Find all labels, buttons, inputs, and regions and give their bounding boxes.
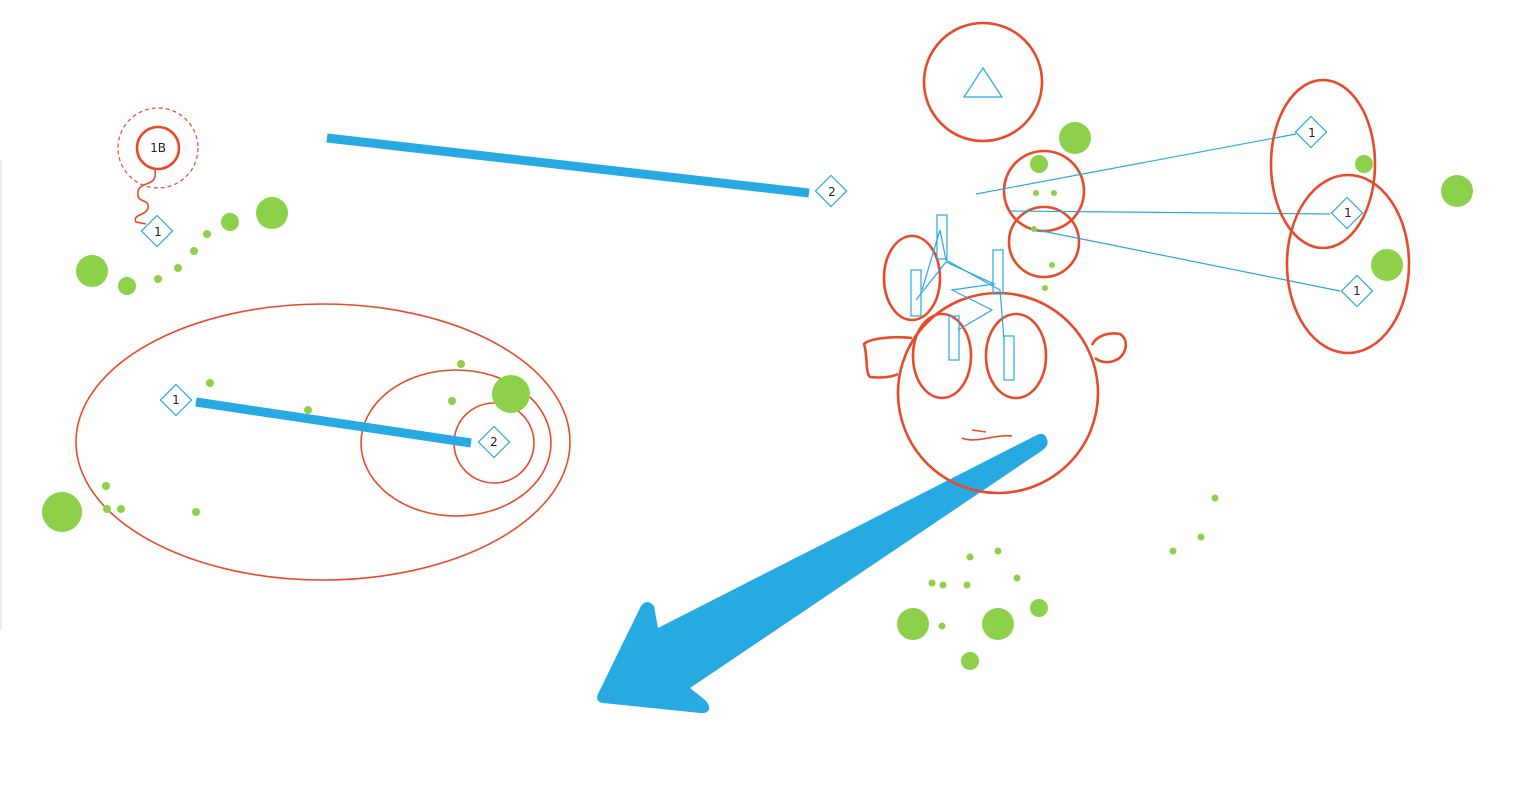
top-circle-triangle[interactable] <box>922 21 1044 143</box>
green-dots-bottom <box>897 494 1219 670</box>
blue-line-top[interactable] <box>326 133 810 198</box>
face-left-ear[interactable] <box>862 335 913 379</box>
green-dots-top-left <box>76 197 288 295</box>
green-dots-left-ellipse <box>42 360 530 532</box>
face-left-side-ellipse[interactable] <box>882 234 942 322</box>
marker-1b-label: 1B <box>150 141 166 155</box>
marker-mid-1[interactable]: 1 <box>159 383 193 417</box>
marker-1b-group[interactable]: 1B <box>117 107 199 225</box>
marker-mid-1-label: 1 <box>172 393 180 407</box>
big-ellipse[interactable] <box>75 303 571 581</box>
blue-sketch-lines <box>910 133 1341 381</box>
marker-right-1c-label: 1 <box>1353 284 1361 298</box>
canvas-left-edge <box>0 160 2 630</box>
green-dots-right <box>1030 122 1473 291</box>
marker-top-2-diamond[interactable] <box>814 174 848 208</box>
face-circle-lower[interactable] <box>1007 205 1081 279</box>
marker-left-1-label: 1 <box>154 225 162 239</box>
marker-top-2[interactable]: 2 <box>814 174 848 208</box>
marker-right-1c[interactable]: 1 <box>1340 274 1374 308</box>
marker-1b-circle[interactable] <box>135 125 181 171</box>
right-ellipse-lower[interactable] <box>1285 173 1411 355</box>
marker-right-1a-label: 1 <box>1308 126 1316 140</box>
marker-1b-dashed-halo <box>117 107 199 189</box>
marker-right-1b-label: 1 <box>1344 206 1352 220</box>
marker-top-2-label: 2 <box>828 185 836 199</box>
triangle-icon <box>962 66 1004 98</box>
marker-mid-2-label: 2 <box>490 435 498 449</box>
right-ellipse-upper[interactable] <box>1269 78 1377 250</box>
marker-mid-1-diamond[interactable] <box>159 383 193 417</box>
blue-line-mid[interactable] <box>195 397 472 448</box>
marker-left-1[interactable]: 1 <box>140 214 174 248</box>
face-head[interactable] <box>896 291 1100 495</box>
marker-right-1b-diamond[interactable] <box>1330 196 1364 230</box>
marker-mid-2[interactable]: 2 <box>477 425 511 459</box>
marker-right-1c-diamond[interactable] <box>1340 274 1374 308</box>
big-blue-arrow[interactable] <box>597 433 1048 714</box>
marker-mid-2-diamond[interactable] <box>477 425 511 459</box>
face-left-eye[interactable] <box>911 312 973 400</box>
face-mouth[interactable] <box>961 429 1013 441</box>
marker-right-1a[interactable]: 1 <box>1294 115 1328 149</box>
face-drawing[interactable] <box>862 21 1128 495</box>
marker-right-1b[interactable]: 1 <box>1330 196 1364 230</box>
marker-1b-squiggle <box>134 169 157 225</box>
marker-right-1a-diamond[interactable] <box>1294 115 1328 149</box>
marker-left-1-diamond[interactable] <box>140 214 174 248</box>
mid-ellipse[interactable] <box>360 369 552 517</box>
ellipse-group-left[interactable]: 1 2 <box>75 303 571 581</box>
right-marker-cluster[interactable]: 1 1 1 <box>1269 78 1411 355</box>
face-right-eye[interactable] <box>984 312 1048 400</box>
face-right-ear[interactable] <box>1090 332 1128 364</box>
